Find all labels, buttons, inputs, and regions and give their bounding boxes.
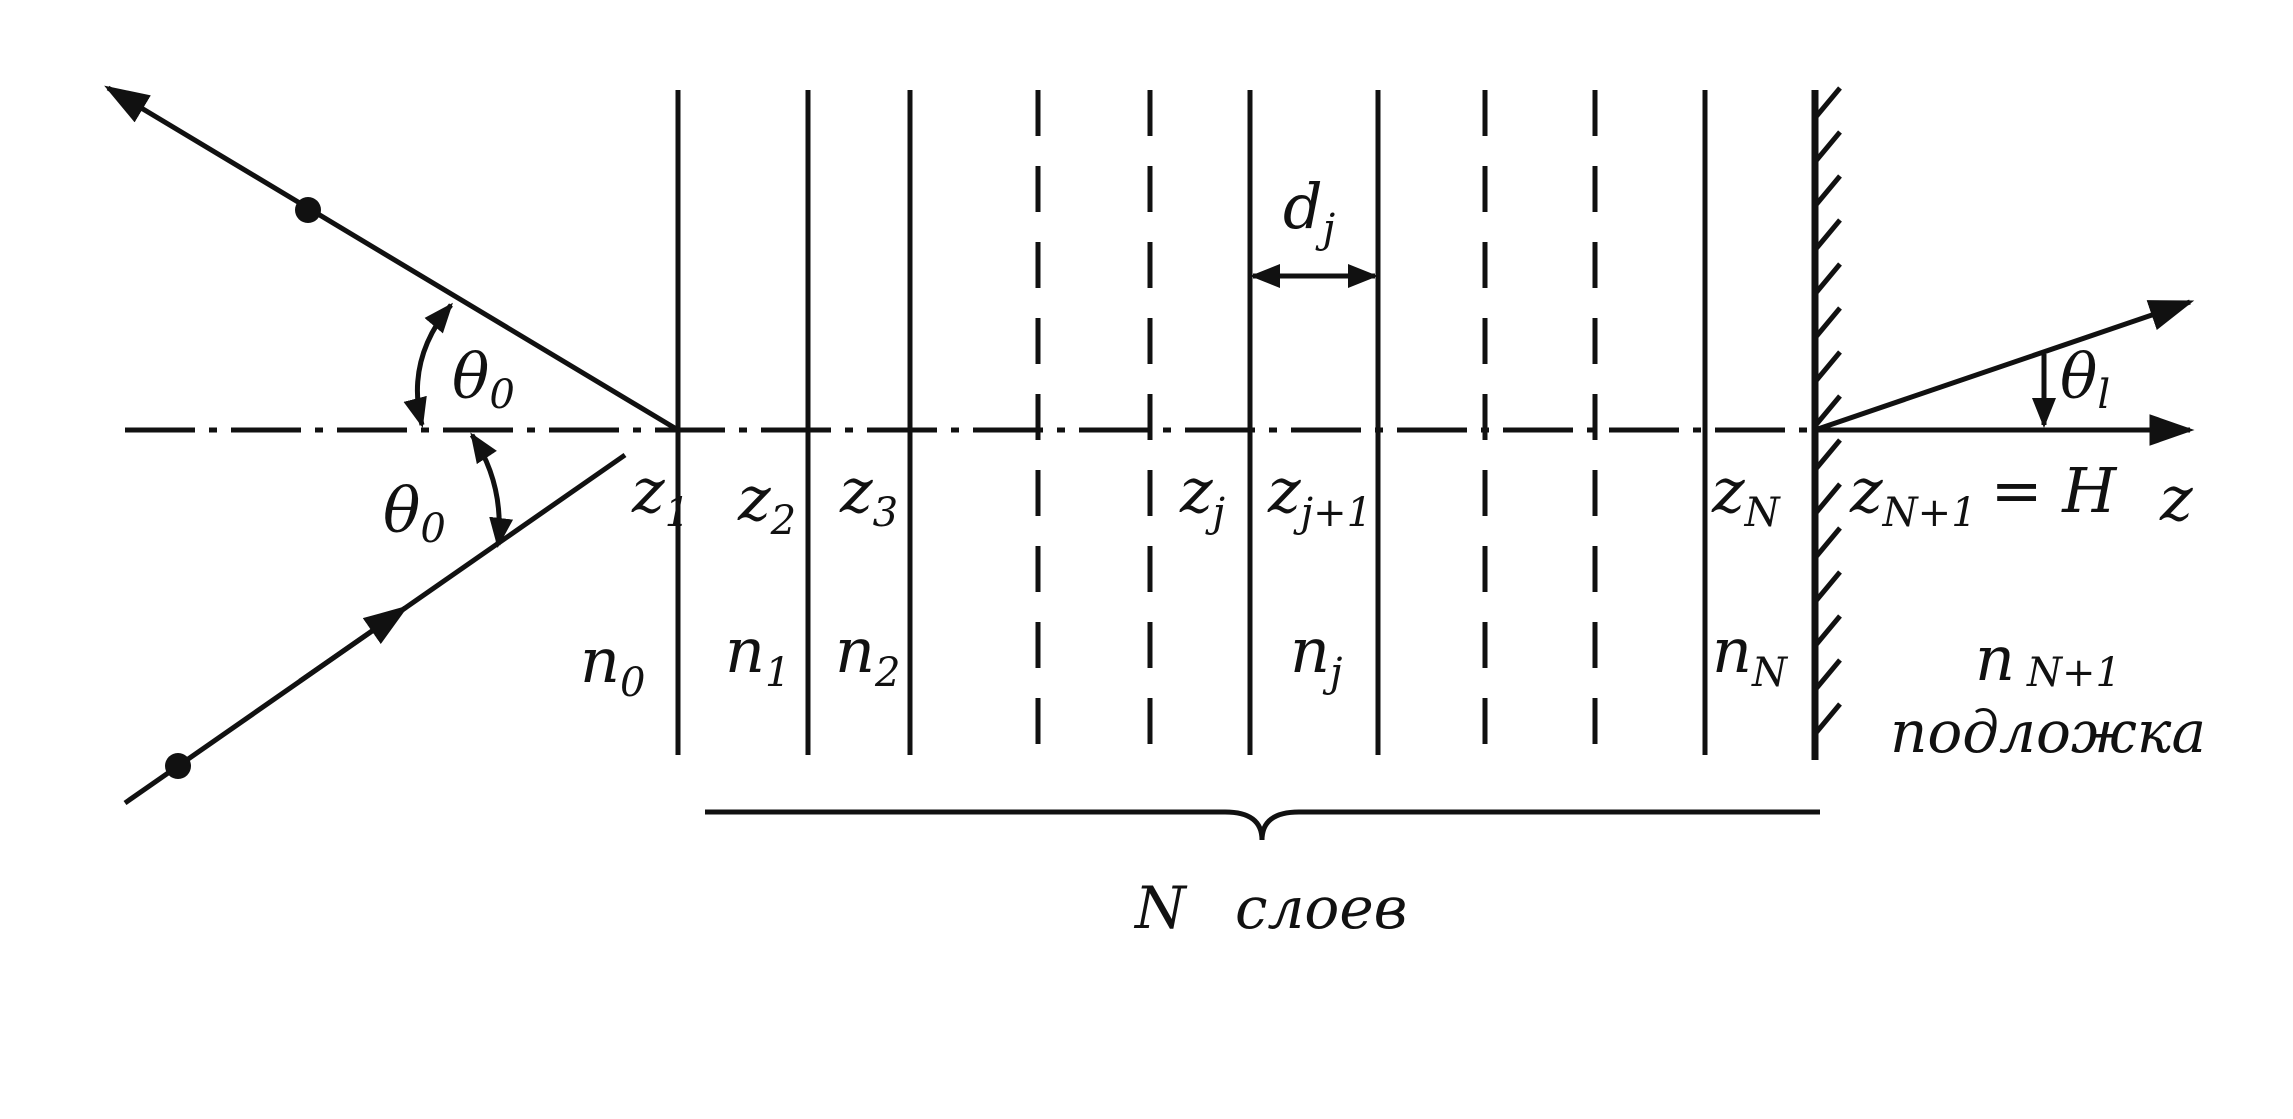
- thickness-label: dj: [1283, 170, 1335, 252]
- substrate-wall: [1811, 86, 1842, 760]
- substrate-hatch-line: [1813, 350, 1842, 384]
- layers-brace: [705, 809, 1820, 841]
- z-axis-label: z: [2159, 462, 2193, 535]
- substrate-hatch-line: [1813, 614, 1842, 648]
- index-label-nN: nN: [1712, 614, 1789, 696]
- substrate-word: подложка: [1890, 698, 2206, 766]
- substrate-hatch-line: [1813, 130, 1842, 164]
- transmitted-beam: [1814, 299, 2195, 433]
- reflected-beam: [104, 85, 680, 433]
- substrate-hatch-line: [1813, 702, 1842, 736]
- boundary-label-z3: z3: [839, 454, 898, 536]
- substrate-hatch-line: [1813, 218, 1842, 252]
- boundary-label-zj+1: zj+1: [1267, 454, 1372, 536]
- theta-incident-arc: [403, 302, 453, 428]
- boundary-label-z1: z1: [631, 454, 690, 536]
- incident-beam-arrow: [298, 605, 409, 684]
- boundary-label-zj: zj: [1179, 454, 1225, 536]
- substrate-hatch-line: [1813, 438, 1842, 472]
- incident-beam-dot: [165, 753, 191, 779]
- substrate-hatch-line: [1813, 482, 1842, 516]
- layers-word: слоев: [1235, 874, 1407, 942]
- theta-incident-label: θ0: [452, 340, 515, 418]
- boundary-label-zN: zN: [1711, 454, 1782, 536]
- substrate-hatch-line: [1813, 570, 1842, 604]
- reflected-beam-dot: [295, 197, 321, 223]
- index-label-nj: nj: [1290, 614, 1342, 696]
- substrate-hatch-line: [1813, 86, 1842, 120]
- layers-count-label: N: [1133, 874, 1188, 942]
- index-label-n0: n0: [580, 624, 645, 706]
- substrate-hatch-line: [1813, 306, 1842, 340]
- substrate-hatch-line: [1813, 174, 1842, 208]
- substrate-hatch-line: [1813, 526, 1842, 560]
- substrate-hatch-line: [1813, 394, 1842, 428]
- index-label-n2: n2: [835, 614, 900, 696]
- theta-reflected-arc: [469, 432, 514, 548]
- boundary-label-z2: z2: [737, 462, 796, 544]
- index-label-n1: n1: [725, 614, 790, 696]
- theta-reflected-label: θ0: [383, 474, 446, 552]
- theta-transmitted-label: θl: [2060, 340, 2110, 418]
- boundary-label-zN+1: zN+1= H: [1849, 454, 2118, 536]
- substrate-hatch-line: [1813, 262, 1842, 296]
- substrate-hatch-line: [1813, 658, 1842, 692]
